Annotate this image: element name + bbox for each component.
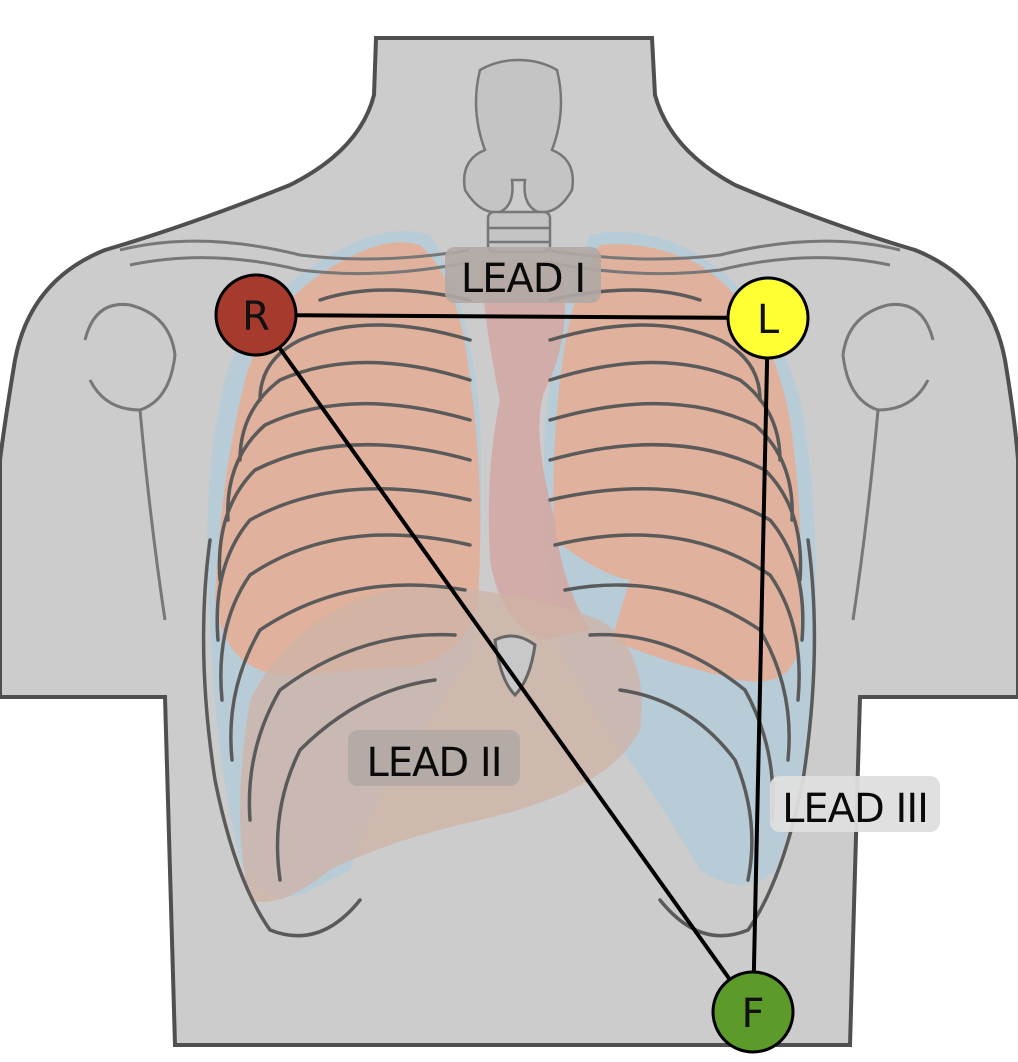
shoulder-bones xyxy=(83,302,935,621)
mediastinum xyxy=(480,260,590,640)
lead1-label: LEAD I xyxy=(461,256,585,302)
lead1-line xyxy=(255,313,769,320)
electrode-r: R xyxy=(214,273,298,357)
sternum xyxy=(493,634,537,698)
electrodes: R L F xyxy=(214,273,810,1054)
electrode-l: L xyxy=(726,276,810,360)
ribs xyxy=(201,288,817,938)
electrode-f-circle xyxy=(711,970,795,1054)
lead2-label-box xyxy=(348,730,520,786)
clavicles xyxy=(119,239,901,276)
lead3-label-box xyxy=(770,776,940,832)
lead3-label: LEAD III xyxy=(782,786,928,832)
lead-lines xyxy=(254,313,770,1014)
lead-labels: LEAD I LEAD II LEAD III xyxy=(348,247,940,832)
thyroid xyxy=(462,58,575,254)
lead1-label-box xyxy=(445,247,601,303)
electrode-l-circle xyxy=(726,276,810,360)
lead2-label: LEAD II xyxy=(366,740,501,786)
electrode-l-label: L xyxy=(757,297,780,343)
lead3-line xyxy=(751,317,770,1013)
electrode-f: F xyxy=(711,970,795,1054)
torso-illustration xyxy=(0,36,1018,1047)
electrode-r-circle xyxy=(214,273,298,357)
lead2-line xyxy=(254,313,755,1014)
electrode-f-label: F xyxy=(741,991,764,1037)
electrode-r-label: R xyxy=(242,294,270,340)
